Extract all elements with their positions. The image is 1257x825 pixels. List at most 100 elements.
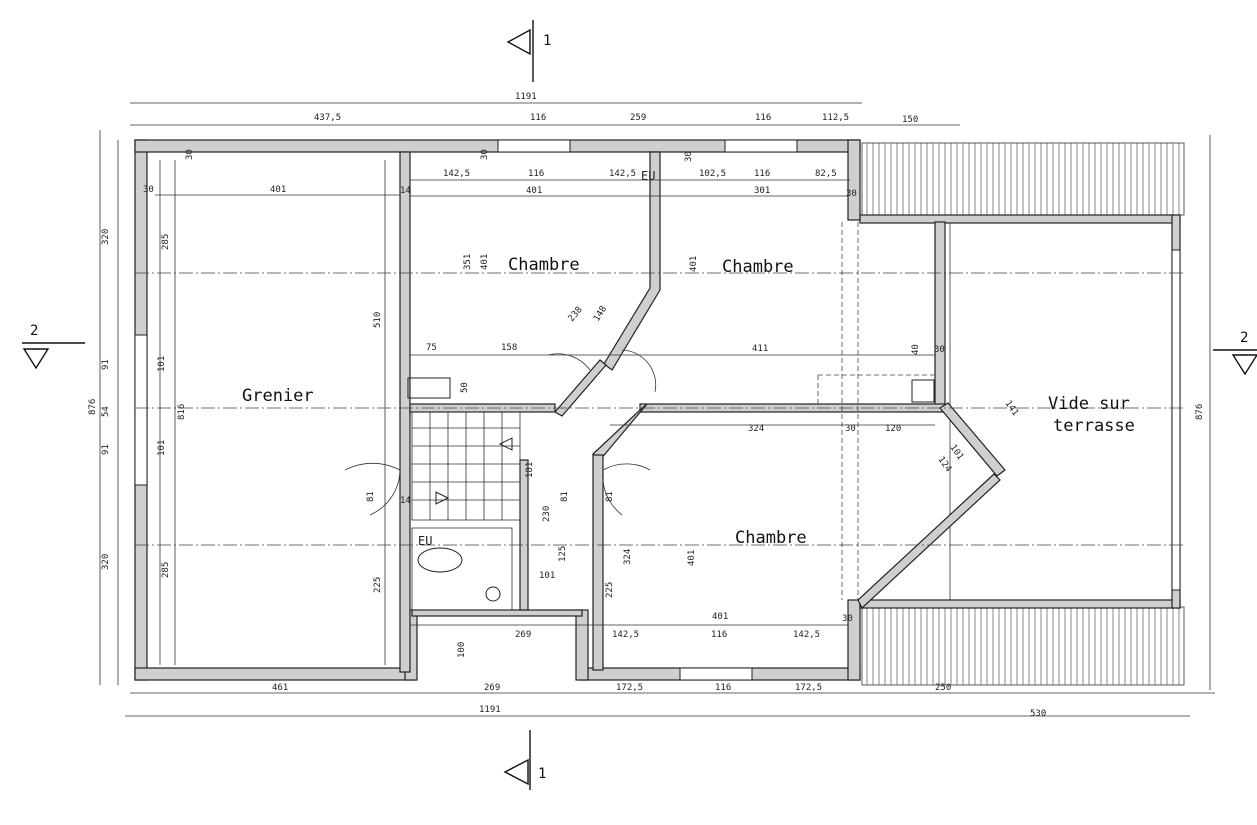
room-label-chambre-2: Chambre	[722, 257, 794, 277]
dim-ch3-w: 401	[712, 612, 728, 622]
dim-t-30d: 30	[684, 151, 694, 162]
dim-158: 158	[501, 343, 517, 353]
dim-bot-total: 1191	[479, 705, 501, 715]
dim-win-2: 116	[528, 169, 544, 179]
dim-t-30c: 30	[480, 149, 490, 160]
fixture-label-1: EU	[641, 169, 655, 183]
section-label-bottom: 1	[538, 766, 546, 782]
dim-top-2: 116	[530, 113, 546, 123]
dim-grenier-w: 401	[270, 185, 286, 195]
dim-grenier-816: 816	[177, 404, 187, 420]
room-label-vide-line2: terrasse	[1053, 416, 1135, 436]
dim-grenier-101a: 101	[157, 356, 167, 372]
dim-grenier-h4: 225	[373, 577, 383, 593]
dim-top-3: 259	[630, 113, 646, 123]
dim-t-14b: 14	[400, 496, 411, 506]
dim-b-142a: 142,5	[612, 630, 639, 640]
dim-bot-3: 172,5	[616, 683, 643, 693]
dimension-lines	[99, 102, 1215, 717]
dim-win-4: 102,5	[699, 169, 726, 179]
section-marker-right	[1213, 349, 1257, 376]
dim-ch1-w: 401	[526, 186, 542, 196]
terrace-void-area	[949, 221, 1181, 608]
dim-t-30h: 30	[842, 614, 853, 624]
dim-120: 120	[885, 424, 901, 434]
dim-411: 411	[752, 344, 768, 354]
room-label-chambre-1: Chambre	[508, 255, 580, 275]
dim-148: 148	[592, 304, 609, 323]
section-label-left: 2	[30, 323, 38, 339]
dim-left-total: 876	[88, 399, 98, 415]
dim-b-101: 101	[539, 571, 555, 581]
dim-t-40: 40	[911, 344, 921, 355]
dim-grenier-h2: 285	[161, 562, 171, 578]
axis-lines	[135, 222, 1185, 600]
dim-left-3: 54	[101, 406, 111, 417]
terrace-hatch-top	[861, 142, 1185, 216]
dim-bot-5: 172,5	[795, 683, 822, 693]
dim-bot-4: 116	[715, 683, 731, 693]
terrace-hatch-bottom	[861, 606, 1185, 686]
dim-win-3: 142,5	[609, 169, 636, 179]
dim-t-30e: 30	[846, 189, 857, 199]
room-label-chambre-3: Chambre	[735, 528, 807, 548]
dim-t-81b: 81	[605, 491, 615, 502]
dim-left-2: 91	[101, 359, 111, 370]
dim-t-14a: 14	[400, 186, 411, 196]
dim-bot-1: 461	[272, 683, 288, 693]
stair	[411, 411, 521, 521]
fixture-label-2: EU	[418, 534, 432, 548]
dim-bot-2: 269	[484, 683, 500, 693]
dim-right-total: 876	[1195, 404, 1205, 420]
dim-top-1: 437,5	[314, 113, 341, 123]
dim-ch3-225: 225	[605, 582, 615, 598]
dim-top-total: 1191	[515, 92, 537, 102]
dim-grenier-h1: 285	[161, 234, 171, 250]
dim-b-230: 230	[542, 506, 552, 522]
dim-grenier-h3: 510	[373, 312, 383, 328]
dim-win-6: 82,5	[815, 169, 837, 179]
dim-t-30b: 30	[143, 185, 154, 195]
dim-324: 324	[748, 424, 764, 434]
dim-b-116: 116	[711, 630, 727, 640]
dim-b-269: 269	[515, 630, 531, 640]
dim-ch2-h: 401	[689, 256, 699, 272]
dim-t-50: 50	[460, 382, 470, 393]
dim-bot-right: 530	[1030, 709, 1046, 719]
section-marker-left	[22, 342, 85, 370]
dim-t-30a: 30	[185, 149, 195, 160]
dim-t-30f: 30	[934, 345, 945, 355]
section-marker-bottom	[503, 730, 531, 790]
dim-75: 75	[426, 343, 437, 353]
dim-win-5: 116	[754, 169, 770, 179]
room-label-vide-line1: Vide sur	[1048, 394, 1130, 414]
dim-ch1-h2: 401	[480, 254, 490, 270]
inner-walls	[399, 151, 1006, 673]
dim-b-181: 181	[525, 462, 535, 478]
doors	[344, 349, 657, 516]
dim-left-4: 91	[101, 444, 111, 455]
dim-b-100: 100	[457, 642, 467, 658]
dim-b-125: 125	[558, 546, 568, 562]
dim-left-5: 320	[101, 554, 111, 570]
dim-ch1-h1: 351	[463, 254, 473, 270]
bathroom	[407, 377, 935, 611]
dim-grenier-101b: 101	[157, 440, 167, 456]
section-label-top: 1	[543, 33, 551, 49]
dim-t-30g: 30	[845, 424, 856, 434]
dim-top-6: 150	[902, 115, 918, 125]
dim-ch3-324: 324	[623, 549, 633, 565]
windows	[134, 139, 1181, 681]
dim-bot-6: 250	[935, 683, 951, 693]
dim-win-1: 142,5	[443, 169, 470, 179]
section-marker-top	[506, 20, 534, 82]
dim-ch3-h: 401	[687, 550, 697, 566]
dim-ch2-w: 301	[754, 186, 770, 196]
dim-left-1: 320	[101, 229, 111, 245]
dim-top-4: 116	[755, 113, 771, 123]
dim-b-142b: 142,5	[793, 630, 820, 640]
dim-t-81a: 81	[366, 491, 376, 502]
dim-t-81c: 81	[560, 491, 570, 502]
dim-238: 238	[567, 305, 585, 324]
